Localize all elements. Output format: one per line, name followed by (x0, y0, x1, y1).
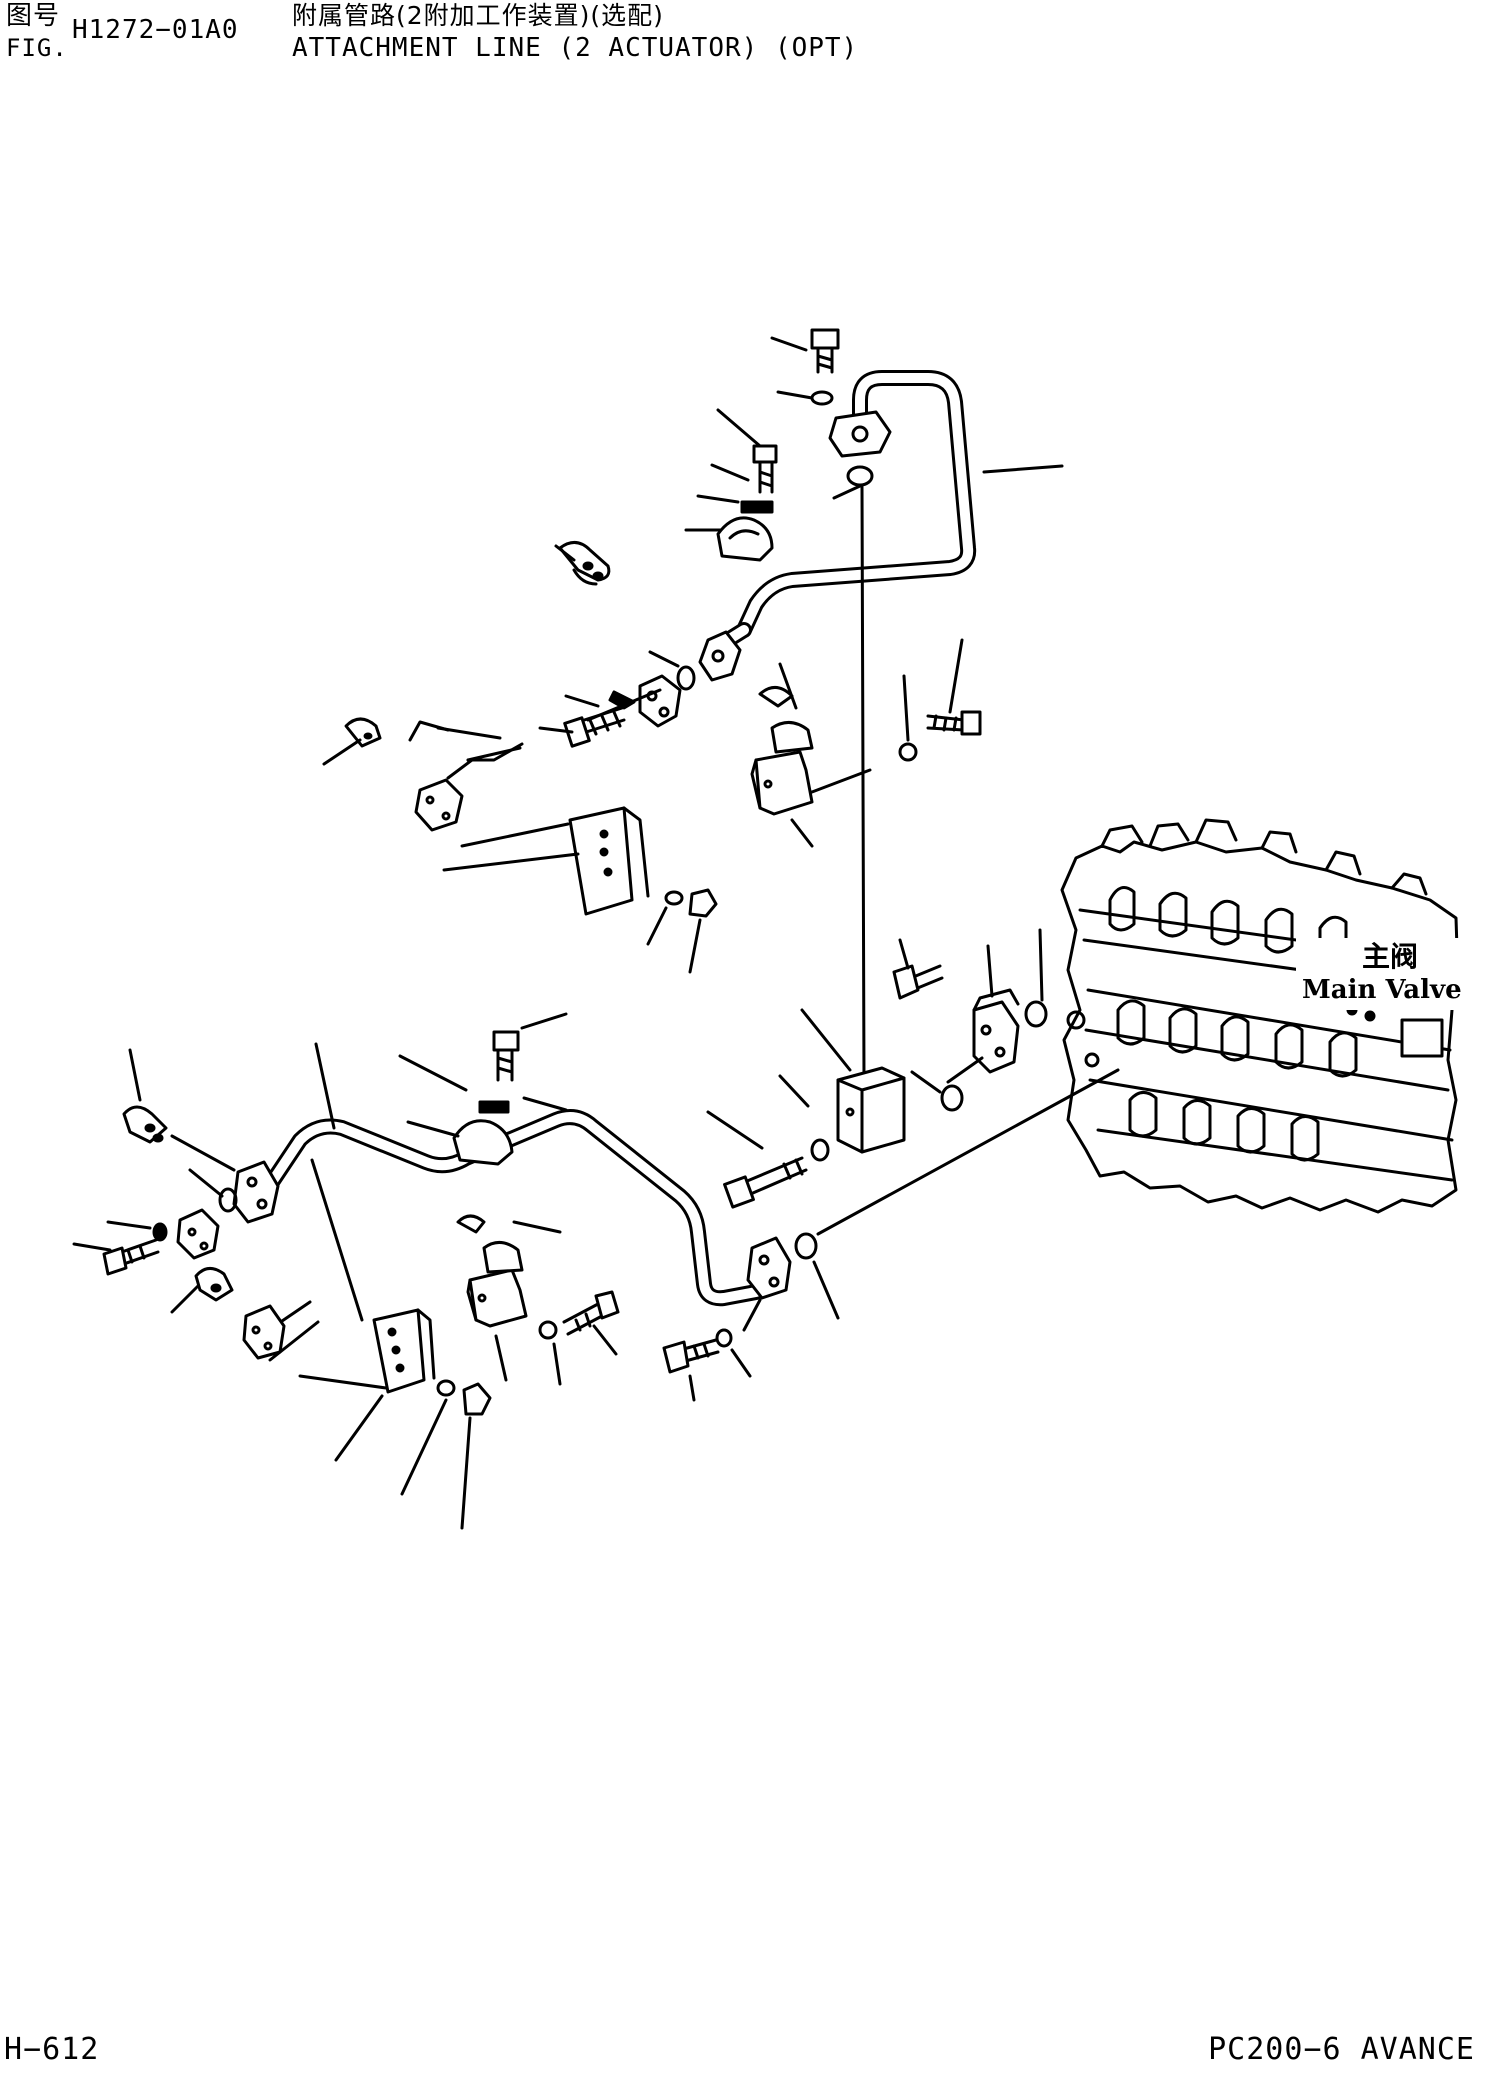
lower-bolt-left (102, 1238, 160, 1276)
lower-hose (242, 1300, 320, 1362)
center-long-bolt (723, 1156, 808, 1209)
lower-clamp (452, 1100, 514, 1166)
fig-number: H1272−01A0 (72, 15, 239, 45)
leader (538, 544, 680, 734)
upper-plate-nut (688, 888, 718, 918)
lower-flange-bolt (662, 1338, 720, 1374)
lower-hose-clamp-top (122, 1105, 168, 1144)
leader (706, 1008, 852, 1150)
upper-washer-top (810, 390, 834, 406)
upper-clamp (716, 500, 774, 562)
center-oring (940, 1084, 964, 1112)
main-valve-label-bg (1296, 938, 1468, 1010)
leader (494, 1220, 562, 1382)
leader (442, 688, 702, 974)
fig-label-en: FIG. (6, 34, 68, 62)
upper-hose-clamp-left (344, 717, 382, 748)
upper-hose-flange (414, 778, 464, 832)
lower-bracket-washer (538, 1320, 558, 1340)
leader (552, 1324, 618, 1386)
upper-split-flange-b (638, 674, 682, 728)
leader (898, 928, 1044, 1084)
leader (688, 1348, 752, 1402)
main-valve-label-cn: 主阀 (1362, 940, 1418, 973)
lower-bracket-bolt (562, 1290, 620, 1336)
fig-label-cn: 图号 (6, 1, 61, 31)
upper-plate (568, 806, 650, 916)
upper-bolt-left (563, 706, 626, 748)
main-valve-label-en: Main Valve (1302, 975, 1462, 1005)
lower-flange-washer (715, 1328, 733, 1348)
mv-bolt (892, 964, 944, 1000)
mv-flange (972, 988, 1020, 1074)
leader (778, 662, 872, 848)
leader (334, 1394, 472, 1530)
leader (684, 336, 1064, 532)
lower-bracket (456, 1214, 528, 1328)
lower-hose-clamp-bottom (194, 1267, 234, 1302)
leader (322, 738, 474, 780)
upper-hose-clamp (558, 541, 611, 586)
upper-hose (408, 720, 524, 762)
lower-flange-left (232, 1160, 280, 1224)
title-en: ATTACHMENT LINE (2 ACTUATOR) (OPT) (292, 33, 859, 63)
lower-bolt-top (492, 1030, 520, 1082)
lower-plate-nut (462, 1382, 492, 1416)
lower-pipe (260, 1109, 764, 1307)
lower-split-flange-left (176, 1208, 220, 1260)
mv-oring (1024, 1000, 1048, 1028)
leader (128, 1048, 236, 1172)
page-number: H−612 (4, 2032, 100, 2067)
lower-oring-left (218, 1187, 238, 1213)
model-name: PC200−6 AVANCE (1208, 2032, 1475, 2067)
upper-plate-washer (664, 890, 684, 906)
upper-split-flange-a (698, 630, 742, 682)
lower-plate-washer (436, 1379, 456, 1397)
lower-flange-right (746, 1236, 792, 1300)
upper-bracket-bolt (926, 710, 982, 736)
main-valve-body (1060, 818, 1460, 1214)
upper-bracket-washer (898, 742, 918, 762)
upper-bolt-top (810, 328, 840, 374)
upper-oring-mid (676, 665, 696, 691)
leader (902, 638, 964, 742)
upper-oring-top (846, 465, 874, 487)
leader (742, 1068, 1120, 1332)
leader (860, 484, 866, 1082)
center-long-bolt-washer (810, 1138, 830, 1162)
leader (314, 1012, 568, 1138)
title-cn: 附属管路(2附加工作装置)(选配) (292, 1, 664, 30)
lower-oring-right (794, 1232, 818, 1260)
upper-flange-top (828, 410, 892, 458)
upper-bracket (750, 686, 814, 816)
center-valve-block (836, 1066, 906, 1154)
leader (170, 1158, 388, 1390)
leader (910, 1070, 942, 1094)
lower-spring-washer (152, 1222, 168, 1242)
lower-plate (372, 1308, 436, 1394)
upper-clamp-bolt (752, 444, 778, 494)
leader (72, 1168, 224, 1252)
